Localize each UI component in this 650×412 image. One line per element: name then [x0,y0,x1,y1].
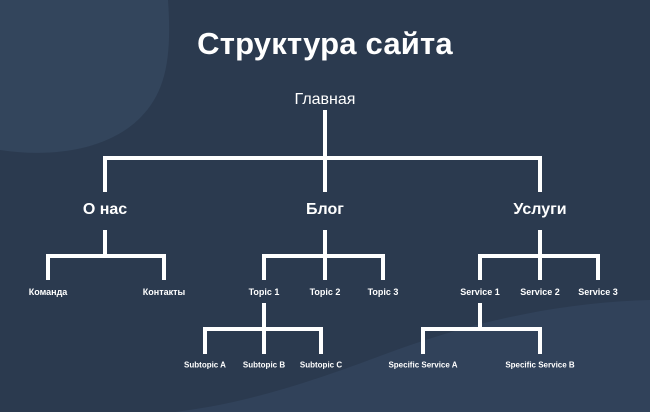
node-subtopic-a[interactable]: Subtopic A [184,360,226,370]
node-service-3[interactable]: Service 3 [578,287,618,297]
blob-top-left [0,0,170,153]
node-blog[interactable]: Блог [306,201,344,218]
node-topic-3[interactable]: Topic 3 [367,287,399,297]
node-topic-1[interactable]: Topic 1 [248,287,280,297]
node-specific-service-a[interactable]: Specific Service A [388,360,458,370]
node-service-1[interactable]: Service 1 [460,287,500,297]
node-topic-2[interactable]: Topic 2 [309,287,341,297]
node-about[interactable]: О нас [82,201,128,218]
node-service-2[interactable]: Service 2 [520,287,560,297]
node-subtopic-c[interactable]: Subtopic C [299,360,343,370]
node-contacts[interactable]: Контакты [142,287,186,297]
node-root[interactable]: Главная [294,91,356,108]
node-subtopic-b[interactable]: Subtopic B [242,360,286,370]
page-title: Структура сайта [197,26,453,61]
node-services[interactable]: Услуги [513,201,567,218]
node-specific-service-b[interactable]: Specific Service B [505,360,575,370]
blob-bottom-right [175,300,650,412]
node-team[interactable]: Команда [28,287,68,297]
